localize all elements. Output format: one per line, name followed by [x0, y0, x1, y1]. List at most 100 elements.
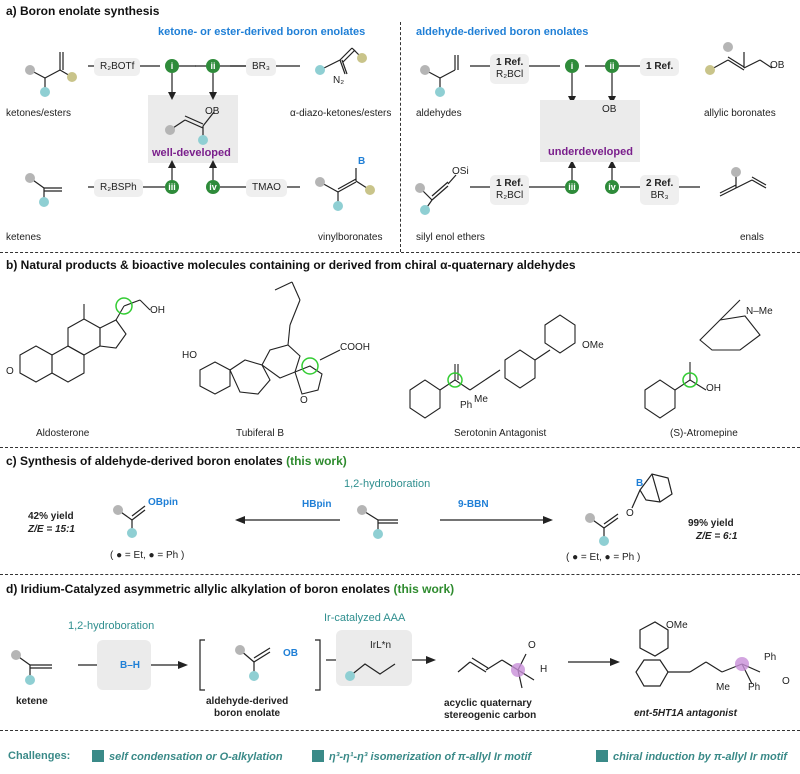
right-enolate-box: [540, 100, 640, 162]
bbn-label: 9-BBN: [458, 499, 489, 510]
diazo-n2: N₂: [333, 75, 345, 86]
challenge-3: chiral induction by π-allyl Ir motif: [596, 750, 787, 763]
label-silyl-enol-ethers: silyl enol ethers: [416, 232, 485, 243]
d-h-label: H: [540, 664, 548, 675]
legend-right: ( ● = Et, ● = Ph ): [566, 552, 641, 563]
label-vinylboronates: vinylboronates: [318, 232, 383, 243]
allyl-ob: OB: [770, 60, 785, 71]
d-ir-aaa-label: Ir-catalyzed AAA: [324, 612, 406, 624]
d-ph-label-2: Ph: [748, 682, 761, 693]
hbpin-label: HBpin: [302, 499, 332, 510]
label-ketenes: ketenes: [6, 232, 42, 243]
section-a-title: a) Boron enolate synthesis: [6, 4, 160, 18]
circle-iv-right: iv: [605, 180, 619, 194]
label-enolate-1: aldehyde-derived: [206, 696, 289, 707]
bh-label: B–H: [120, 660, 141, 671]
reagent-tmao: TMAO: [246, 179, 287, 197]
circle-iii-left: iii: [165, 180, 179, 194]
label-ketene: ketene: [16, 696, 48, 707]
status-underdeveloped: underdeveloped: [548, 146, 633, 158]
reagent-br3-left: BR₃: [246, 58, 276, 76]
osi-label: OSi: [452, 166, 469, 177]
enolate-ob-left: OB: [205, 106, 220, 117]
circle-iii-right: iii: [565, 180, 579, 194]
left-enolate-box: [148, 95, 238, 163]
serotonin-ph: Ph: [460, 400, 473, 411]
reagent-1ref-r2bcl-bottom: 1 Ref.R₂BCl: [490, 175, 530, 205]
reagent-r2bsph: R₂BSPh: [94, 179, 143, 197]
circle-iv-left: iv: [206, 180, 220, 194]
divider-c-d: [0, 574, 800, 575]
serotonin-ome: OMe: [582, 340, 604, 351]
tubiferal-o: O: [300, 395, 308, 406]
d-o-product: O: [782, 676, 790, 687]
label-aldosterone: Aldosterone: [36, 428, 90, 439]
d-ph-label-1: Ph: [764, 652, 777, 663]
ze-right: Z/E = 6:1: [696, 531, 738, 542]
section-d-title: d) Iridium-Catalyzed asymmetric allylic …: [6, 582, 455, 596]
label-quat-1: acyclic quaternary: [444, 698, 532, 709]
bbn-o: O: [626, 508, 634, 519]
challenge-square-2: [312, 750, 324, 762]
serotonin-me: Me: [474, 394, 488, 405]
atromepine-oh: OH: [706, 383, 721, 394]
label-enals: enals: [740, 232, 764, 243]
d-hydroboration-label: 1,2-hydroboration: [68, 620, 155, 632]
challenge-square-3: [596, 750, 608, 762]
circle-i-left: i: [165, 59, 179, 73]
challenges-label: Challenges:: [8, 750, 71, 762]
obpin-label: OBpin: [148, 497, 178, 508]
divider-b-c: [0, 447, 800, 448]
reagent-1ref-r2bcl-top: 1 Ref.R₂BCl: [490, 54, 530, 84]
circle-ii-left: ii: [206, 59, 220, 73]
label-aldehydes: aldehydes: [416, 108, 462, 119]
status-well-developed: well-developed: [152, 147, 231, 159]
circle-ii-right: ii: [605, 59, 619, 73]
challenge-1: self condensation or O-alkylation: [92, 750, 283, 763]
reagent-r2botf: R₂BOTf: [94, 58, 141, 76]
atromepine-nme: N–Me: [746, 306, 773, 317]
vertical-divider: [400, 22, 401, 252]
label-tubiferal-b: Tubiferal B: [236, 428, 284, 439]
aldosterone-o: O: [6, 366, 14, 377]
circle-i-right: i: [565, 59, 579, 73]
left-subtitle: ketone- or ester-derived boron enolates: [158, 26, 366, 38]
c-hydroboration-label: 1,2-hydroboration: [344, 478, 431, 490]
label-enolate-2: boron enolate: [214, 708, 281, 719]
challenge-square-1: [92, 750, 104, 762]
vinyl-b: B: [358, 156, 366, 167]
reagent-1ref-allyl: 1 Ref.: [640, 58, 680, 76]
tubiferal-cooh: COOH: [340, 342, 370, 353]
label-atromepine: (S)-Atromepine: [670, 428, 738, 439]
right-subtitle: aldehyde-derived boron enolates: [416, 26, 589, 38]
label-quat-2: stereogenic carbon: [444, 710, 537, 721]
yield-left: 42% yield: [28, 511, 74, 522]
legend-left: ( ● = Et, ● = Ph ): [110, 550, 185, 561]
label-ketones-esters: ketones/esters: [6, 108, 72, 119]
aldosterone-oh: OH: [150, 305, 165, 316]
reagent-2ref-br3: 2 Ref.BR₃: [640, 175, 680, 205]
challenge-2: η³-η¹-η³ isomerization of π-allyl Ir mot…: [312, 750, 531, 763]
tubiferal-ho: HO: [182, 350, 197, 361]
irl-label: IrL*n: [370, 640, 392, 651]
label-product: ent-5HT1A antagonist: [634, 708, 737, 719]
yield-right: 99% yield: [688, 518, 734, 529]
divider-a-b: [0, 252, 800, 253]
divider-challenges: [0, 730, 800, 731]
d-me-label: Me: [716, 682, 730, 693]
label-diazo: α-diazo-ketones/esters: [290, 108, 392, 119]
ze-left: Z/E = 15:1: [28, 524, 75, 535]
label-allylic-boronates: allylic boronates: [704, 108, 776, 119]
enolate-ob-right: OB: [602, 104, 617, 115]
d-ob-label: OB: [283, 648, 298, 659]
bbn-b: B: [636, 478, 644, 489]
label-serotonin-antagonist: Serotonin Antagonist: [454, 428, 547, 439]
d-ome-label: OMe: [666, 620, 688, 631]
bh-box: [97, 640, 151, 690]
d-o-label: O: [528, 640, 536, 651]
section-c-title: c) Synthesis of aldehyde-derived boron e…: [6, 454, 347, 468]
section-b-title: b) Natural products & bioactive molecule…: [6, 258, 576, 272]
